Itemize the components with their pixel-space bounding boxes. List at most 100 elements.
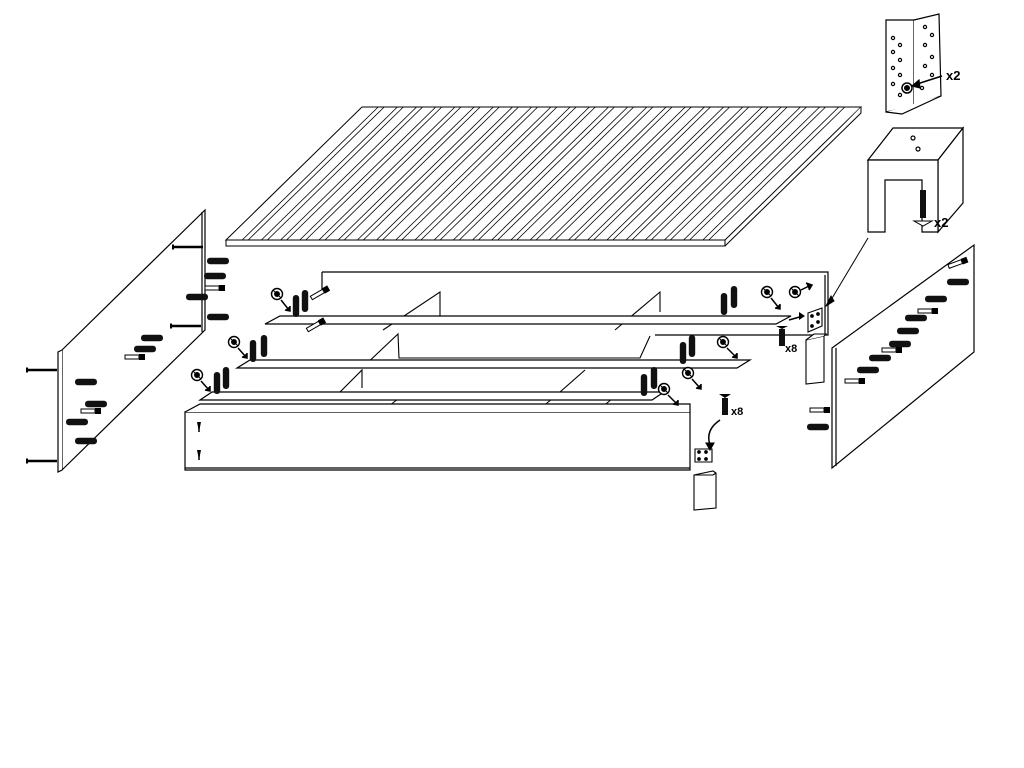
dowel-icon — [679, 342, 687, 364]
cam-lock-icon — [190, 368, 204, 382]
dowel-icon — [141, 334, 163, 342]
slat-base — [224, 106, 863, 247]
dowel-icon — [650, 367, 658, 389]
front-rail — [184, 403, 691, 471]
slat-edge — [343, 106, 481, 241]
dowel-icon — [688, 335, 696, 357]
dowel-icon — [186, 293, 208, 301]
dowel-icon — [807, 423, 829, 431]
slat-edge — [241, 106, 379, 241]
back-rail — [321, 271, 829, 336]
slat-edge — [472, 106, 609, 241]
dowel-icon — [207, 257, 229, 265]
cam-lock-icon — [227, 335, 241, 349]
dowel-icon — [292, 295, 300, 317]
cam-lock-icon — [716, 335, 730, 349]
dowel-icon — [207, 313, 229, 321]
cam-screw-icon — [881, 346, 903, 354]
slat-edge — [363, 106, 500, 241]
dowel-icon — [857, 366, 879, 374]
cam-screw-icon — [844, 377, 866, 385]
slat-edge — [280, 106, 417, 241]
slat-edge — [414, 106, 552, 241]
slat-edge — [286, 106, 423, 241]
slat-edge — [433, 106, 571, 241]
slat-edge — [574, 106, 711, 241]
slat-edge — [644, 106, 782, 241]
slat-edge — [529, 106, 667, 241]
cam-screw-icon — [309, 284, 331, 302]
cam-locks — [190, 282, 814, 406]
dowel-icon — [947, 278, 969, 286]
slat-edge — [305, 106, 443, 241]
screw-icon — [25, 457, 59, 465]
dowel-icon — [720, 293, 728, 315]
cam-screw-icon — [809, 406, 831, 414]
dowel-icon — [75, 437, 97, 445]
right-side-panel — [831, 243, 975, 470]
cam-lock-icon — [270, 287, 284, 301]
dowel-icon — [897, 327, 919, 335]
dowel-icon — [260, 335, 268, 357]
slat-edge — [631, 106, 769, 241]
screw-icon — [25, 366, 59, 374]
slat-edge — [625, 106, 763, 241]
cam-screw-icon — [80, 407, 102, 415]
dowel-icon — [213, 372, 221, 394]
dowel-icon — [85, 400, 107, 408]
slat-edge — [318, 106, 456, 241]
front-corner-bracket — [694, 419, 721, 463]
dowel-icon — [204, 272, 226, 280]
dowel-icon — [905, 314, 927, 322]
cam-screw-icon — [204, 284, 226, 292]
center-rails — [198, 315, 792, 401]
slat-edge — [247, 106, 385, 241]
slat-edge — [337, 106, 475, 241]
cam-lock-icon — [681, 366, 695, 380]
slat-edge — [382, 106, 519, 241]
slat-edge — [587, 106, 724, 241]
slat-edge — [267, 106, 404, 241]
slat-edge — [650, 106, 788, 241]
cam-lock-icon — [788, 285, 802, 299]
slat-edge — [420, 106, 558, 241]
left-side-panel — [57, 208, 206, 473]
slat-edge — [683, 106, 820, 241]
detail-leader — [824, 237, 869, 308]
slat-edge — [453, 106, 590, 241]
front-screw-quantity: x8 — [731, 406, 743, 418]
dowel-icon — [889, 340, 911, 348]
corner-screw-quantity: x8 — [785, 343, 797, 355]
dowel-icon — [869, 354, 891, 362]
cam-screw-icon — [124, 353, 146, 361]
dowel-icon — [301, 290, 309, 312]
slat-edge — [299, 106, 437, 241]
slat-edge — [593, 106, 730, 241]
back-right-leg — [805, 333, 828, 385]
slat-edge — [554, 106, 692, 241]
slat-edge — [535, 106, 673, 241]
slat-edge — [401, 106, 539, 241]
cam-lock-icon — [760, 285, 774, 299]
slat-edge — [439, 106, 577, 241]
dowel-icon — [134, 345, 156, 353]
dowel-icon — [925, 295, 947, 303]
dowel-icon — [730, 286, 738, 308]
back-corner-bracket — [807, 307, 823, 333]
front-leg — [693, 470, 717, 511]
front-screw-group: x8 — [719, 394, 743, 418]
slat-edge — [689, 106, 826, 241]
slat-edge — [261, 106, 398, 241]
leg-screw-detail: x2 — [912, 190, 948, 230]
slat-edge — [459, 106, 596, 241]
cam-screw-icon — [917, 307, 939, 315]
dowel-icon — [249, 340, 257, 362]
slat-edge — [516, 106, 654, 241]
leg-detail — [866, 126, 965, 234]
dowel-icon — [640, 374, 648, 396]
slat-edge — [357, 106, 494, 241]
slat-edge — [497, 106, 634, 241]
slat-edge — [510, 106, 648, 241]
dowel-icon — [66, 418, 88, 426]
